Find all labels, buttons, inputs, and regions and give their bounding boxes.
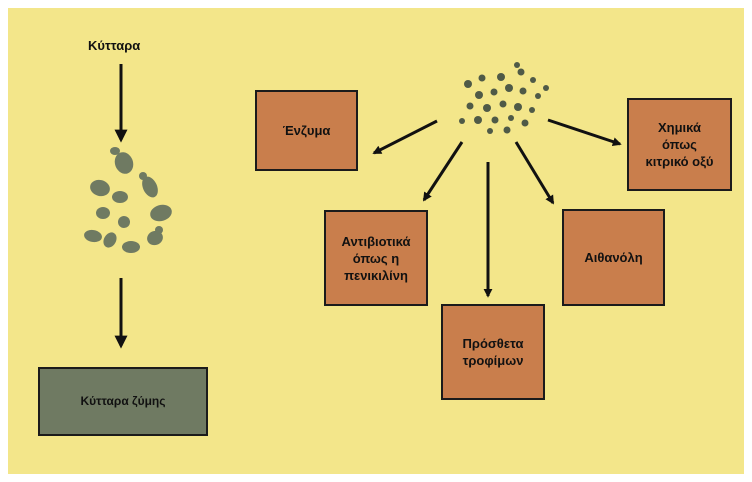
arrow-to-enzymes: [374, 121, 437, 153]
product-box-enzymes: Ένζυμα: [255, 90, 358, 171]
yeast-cells-cluster: [83, 147, 174, 253]
particle-cluster: [459, 62, 549, 134]
product-box-food-additives: Πρόσθετα τροφίμων: [441, 304, 545, 400]
product-box-ethanol: Αιθανόλη: [562, 209, 665, 306]
yeast-cells-box: Κύτταρα ζύμης: [38, 367, 208, 436]
arrow-to-antibiotics: [424, 142, 462, 200]
arrow-to-ethanol: [516, 142, 553, 203]
product-box-chemicals: Χημικά όπως κιτρικό οξύ: [627, 98, 732, 191]
source-cells-label: Κύτταρα: [88, 38, 140, 53]
product-box-antibiotics: Αντιβιοτικά όπως η πενικιλίνη: [324, 210, 428, 306]
arrow-to-chemicals: [548, 120, 620, 144]
